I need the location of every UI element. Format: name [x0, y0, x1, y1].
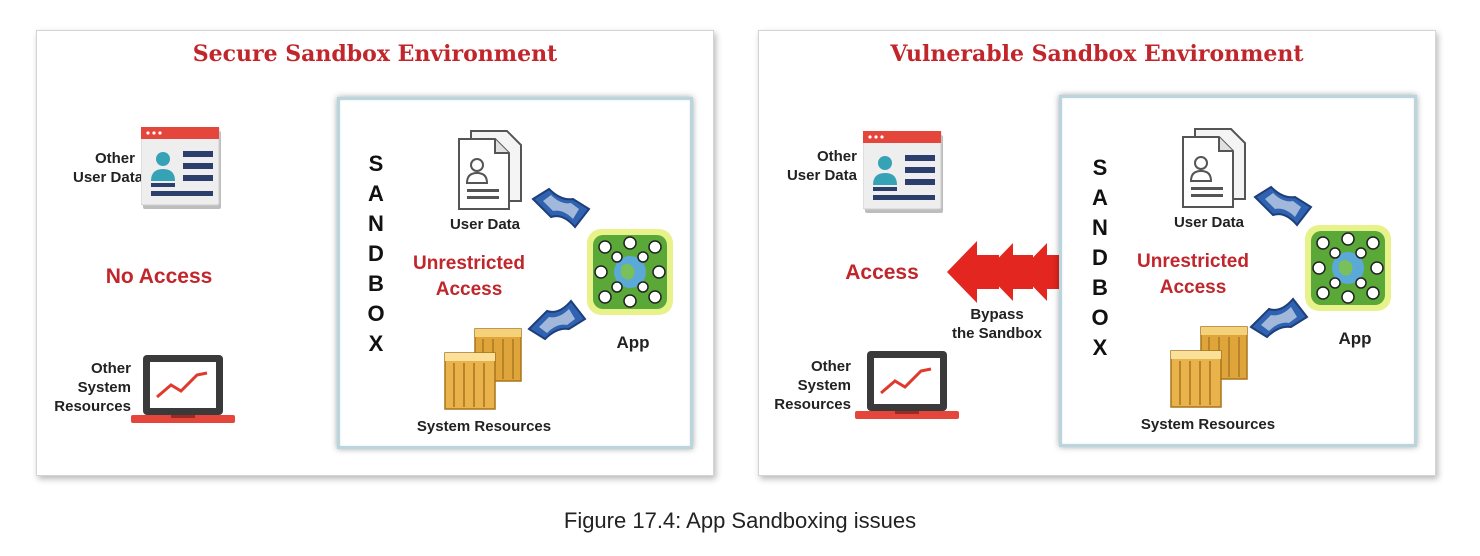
- user-data-label: User Data: [1173, 214, 1245, 231]
- vulnerable-sandbox-panel: Vulnerable Sandbox Environment Other Use…: [758, 30, 1436, 476]
- panel-title: Secure Sandbox Environment: [192, 41, 558, 67]
- profile-card-icon: [863, 131, 943, 213]
- red-arrows-icon: [947, 241, 1075, 303]
- access-label: Access: [845, 261, 919, 284]
- app-label: App: [616, 333, 650, 352]
- app-icon: [587, 229, 673, 315]
- connector-icon: [527, 299, 587, 341]
- boxes-icon: [444, 328, 522, 410]
- unrestricted-access-label: Unrestricted Access: [1137, 251, 1249, 298]
- secure-sandbox-panel: Secure Sandbox Environment Other User Da…: [36, 30, 714, 476]
- bypass-sandbox-label: Bypass the Sandbox: [951, 306, 1042, 342]
- other-system-resources-label: Other System Resources: [54, 360, 131, 415]
- figure-caption: Figure 17.4: App Sandboxing issues: [563, 508, 917, 533]
- app-icon: [1305, 225, 1391, 311]
- connector-icon: [1249, 297, 1309, 339]
- unrestricted-access-label: Unrestricted Access: [413, 253, 525, 300]
- profile-card-icon: [141, 127, 221, 209]
- documents-icon: [1182, 128, 1246, 208]
- user-data-label: User Data: [449, 216, 521, 233]
- connector-icon: [1253, 185, 1313, 227]
- other-user-data-label: Other User Data: [73, 150, 144, 186]
- boxes-icon: [1170, 326, 1248, 408]
- app-label: App: [1338, 329, 1372, 348]
- sandbox-vertical-label: S A N D B O X: [367, 151, 385, 356]
- laptop-chart-icon: [855, 351, 959, 419]
- sandbox-vertical-label: S A N D B O X: [1091, 155, 1109, 360]
- panel-title: Vulnerable Sandbox Environment: [890, 41, 1304, 67]
- other-user-data-label: Other User Data: [786, 148, 857, 184]
- laptop-chart-icon: [131, 355, 235, 423]
- system-resources-label: System Resources: [416, 418, 552, 435]
- other-system-resources-label: Other System Resources: [774, 358, 851, 413]
- connector-icon: [531, 187, 591, 229]
- no-access-label: No Access: [105, 265, 213, 288]
- documents-icon: [458, 130, 522, 210]
- system-resources-label: System Resources: [1140, 416, 1276, 433]
